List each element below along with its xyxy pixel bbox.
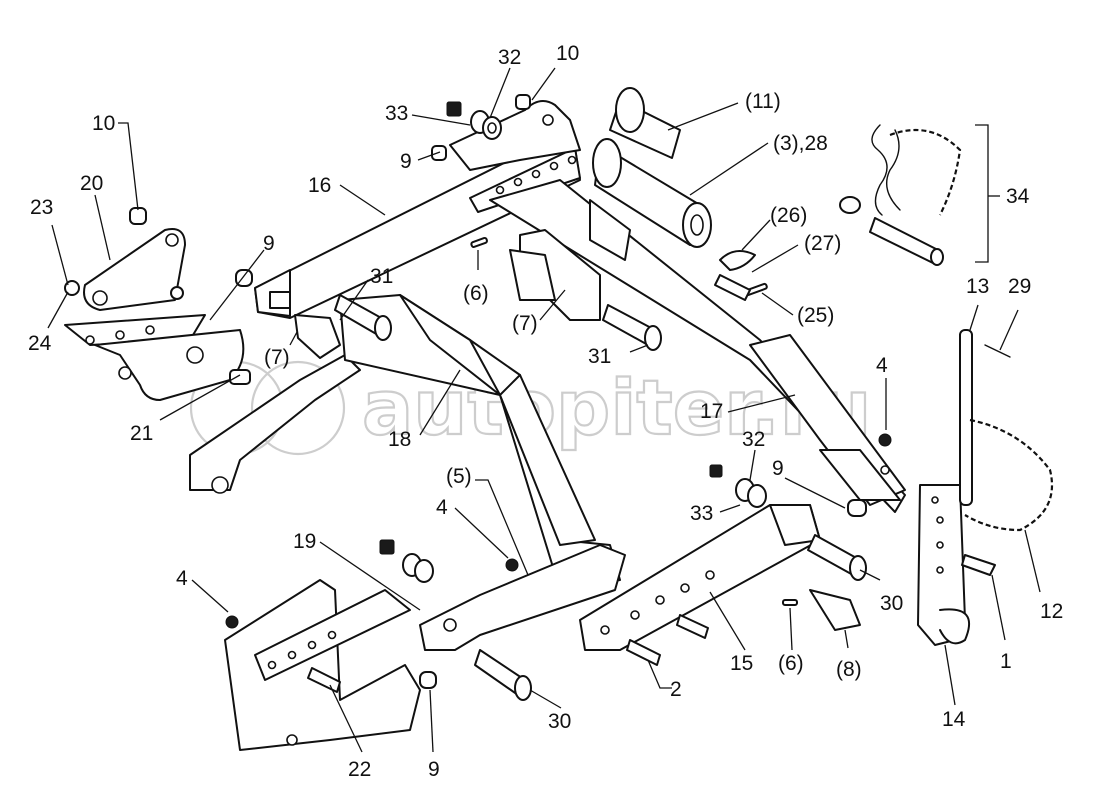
callout-16: 16 xyxy=(308,174,331,197)
callout-30-bottom: 30 xyxy=(548,710,571,733)
callout-7-mid: (7) xyxy=(512,312,538,335)
part-34-lynch-pin-kit xyxy=(839,124,962,266)
callout-33-right: 33 xyxy=(690,502,713,525)
part-7-brackets xyxy=(294,249,556,359)
callout-30-right: 30 xyxy=(880,592,903,615)
part-20-link-plate xyxy=(64,207,186,311)
callout-6-bottom: (6) xyxy=(778,652,804,675)
callout-24: 24 xyxy=(28,332,52,355)
callout-17: 17 xyxy=(700,400,723,423)
callout-4-right: 4 xyxy=(876,354,888,377)
small-pins xyxy=(470,236,768,301)
part-32-33-right-hardware xyxy=(709,464,867,517)
part-29-cotter xyxy=(984,344,1011,358)
callout-20: 20 xyxy=(80,172,103,195)
part-19-bottom-washers xyxy=(379,539,434,583)
callout-4-left: 4 xyxy=(176,567,188,590)
callout-9-left: 9 xyxy=(263,232,275,255)
callout-29: 29 xyxy=(1008,275,1031,298)
part-2-bolts xyxy=(626,614,709,666)
callout-32-top: 32 xyxy=(498,46,521,69)
part-32-33-top-hardware xyxy=(446,101,502,140)
callout-31-mid: 31 xyxy=(588,345,611,368)
callout-13: 13 xyxy=(966,275,989,298)
callout-14: 14 xyxy=(942,708,966,731)
callout-23: 23 xyxy=(30,196,53,219)
callout-18: 18 xyxy=(388,428,411,451)
callout-34: 34 xyxy=(1006,185,1030,208)
part-4-9-nuts xyxy=(225,269,892,689)
callout-21: 21 xyxy=(130,422,153,445)
callout-26: (26) xyxy=(770,204,807,227)
callout-4-mid: 4 xyxy=(436,496,448,519)
part-15-lower-bar xyxy=(579,504,821,651)
part-22-bolt xyxy=(307,667,341,693)
callout-6-top: (6) xyxy=(463,282,489,305)
callout-12: 12 xyxy=(1040,600,1063,623)
part-8-clip xyxy=(782,589,861,631)
part-31-pins xyxy=(334,294,662,351)
callout-1: 1 xyxy=(1000,650,1012,673)
leader-lines xyxy=(47,67,1041,753)
part-17-lower-arm xyxy=(489,179,906,513)
callout-11: (11) xyxy=(745,90,781,113)
part-12-chain xyxy=(964,418,1054,532)
part-3-28-sleeve xyxy=(592,138,712,248)
callout-5: (5) xyxy=(446,465,472,488)
callout-22: 22 xyxy=(348,758,371,781)
callout-labels: 32 10 (11) 33 9 (3),28 34 10 20 23 16 (2… xyxy=(28,42,1063,781)
callout-2: 2 xyxy=(670,678,682,701)
callout-19: 19 xyxy=(293,530,316,553)
callout-9-bottom: 9 xyxy=(428,758,440,781)
part-19-lower-plate xyxy=(224,544,626,751)
part-13-vertical-pin xyxy=(959,329,973,506)
callout-33-top: 33 xyxy=(385,102,408,125)
callout-15: 15 xyxy=(730,652,753,675)
callout-3-28: (3),28 xyxy=(773,132,828,155)
callout-32-right: 32 xyxy=(742,428,765,451)
callout-25: (25) xyxy=(797,304,834,327)
part-30-pins xyxy=(474,534,867,701)
part-10-top-bracket xyxy=(431,94,581,171)
part-11-pin xyxy=(609,87,681,159)
part-18-a-frame xyxy=(339,294,621,591)
callout-27: (27) xyxy=(804,232,841,255)
callout-9-top: 9 xyxy=(400,150,412,173)
callout-10-top: 10 xyxy=(556,42,579,65)
part-1-bolt xyxy=(961,554,996,576)
callout-31-left: 31 xyxy=(370,265,393,288)
part-21-left-arm xyxy=(64,314,361,494)
callout-9-right: 9 xyxy=(772,457,784,480)
part-16-upper-beam xyxy=(254,147,581,319)
callout-8: (8) xyxy=(836,658,862,681)
callout-7-left: (7) xyxy=(264,346,290,369)
callout-10-left: 10 xyxy=(92,112,115,135)
